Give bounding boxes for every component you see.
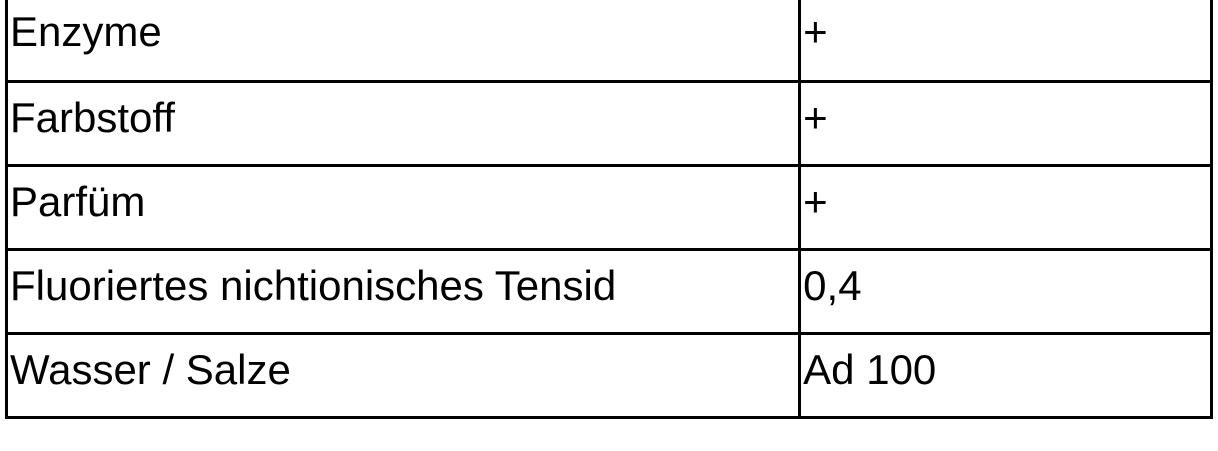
table-row: Parfüm + — [4, 163, 1213, 251]
amount-cell: Ad 100 — [798, 331, 1213, 419]
table-row: Enzyme + — [4, 0, 1213, 83]
amount-cell: 0,4 — [798, 247, 1213, 335]
ingredient-cell: Fluoriertes nichtionisches Tensid — [4, 247, 802, 335]
ingredient-cell: Parfüm — [4, 163, 802, 251]
ingredient-cell: Wasser / Salze — [4, 331, 802, 419]
amount-cell: + — [798, 79, 1213, 167]
table-row: Wasser / Salze Ad 100 — [4, 331, 1213, 419]
amount-cell: + — [798, 163, 1213, 251]
ingredients-table: Enzyme + Farbstoff + Parfüm + Fluorierte… — [4, 0, 1213, 419]
ingredient-cell: Enzyme — [4, 0, 802, 83]
table-row: Farbstoff + — [4, 79, 1213, 167]
amount-cell: + — [798, 0, 1213, 83]
table-row: Fluoriertes nichtionisches Tensid 0,4 — [4, 247, 1213, 335]
ingredient-cell: Farbstoff — [4, 79, 802, 167]
